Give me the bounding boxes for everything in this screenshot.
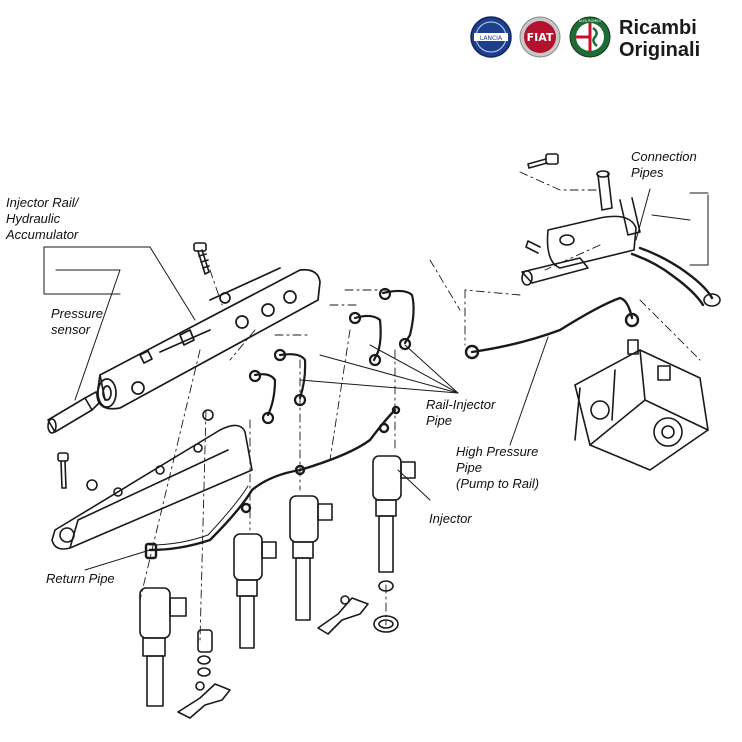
lancia-logo: LANCIA <box>470 16 512 58</box>
svg-text:LANCIA: LANCIA <box>480 35 503 42</box>
injector-rail <box>96 267 321 410</box>
svg-text:FIAT: FIAT <box>527 31 554 44</box>
high-pressure-pipe <box>464 296 640 360</box>
injector-2 <box>233 533 277 649</box>
clamp-1 <box>177 681 231 719</box>
alfa-romeo-logo: ALFA ROMEO <box>569 16 611 58</box>
leader-lines <box>43 188 709 571</box>
label-rail-injector-pipe: Rail-Injector Pipe <box>426 397 496 428</box>
label-injector-rail: Injector Rail/ Hydraulic Accumulator <box>6 195 79 242</box>
connection-pipes <box>521 170 721 307</box>
return-bolt <box>57 452 69 489</box>
pressure-sensor <box>47 391 101 434</box>
label-connection-pipes: Connection Pipes <box>631 149 697 180</box>
injector-4 <box>372 455 416 573</box>
fiat-logo: FIAT <box>519 16 561 58</box>
brand-line-2: Originali <box>619 39 701 61</box>
label-return-pipe: Return Pipe <box>46 571 115 586</box>
label-pressure-sensor: Pressure sensor <box>51 306 104 337</box>
dashed-guides <box>139 171 701 641</box>
return-pipe <box>144 405 401 560</box>
label-high-pressure-pipe: High Pressure Pipe (Pump to Rail) <box>456 444 540 491</box>
label-injector: Injector <box>429 511 472 526</box>
injector-3 <box>289 495 333 621</box>
connection-bolt <box>527 153 559 169</box>
seal-washer-1 <box>197 629 213 677</box>
brand-line-1: Ricambi <box>619 17 697 39</box>
rail-bolt <box>193 242 210 275</box>
seal-washer-2 <box>373 580 399 633</box>
high-pressure-pump <box>574 339 709 471</box>
svg-text:ALFA ROMEO: ALFA ROMEO <box>579 19 602 23</box>
clamp-2 <box>317 595 369 635</box>
injector-1 <box>139 587 187 707</box>
return-manifold <box>51 409 253 550</box>
brand-title: Ricambi Originali <box>619 17 700 61</box>
rail-injector-pipes <box>248 287 415 425</box>
